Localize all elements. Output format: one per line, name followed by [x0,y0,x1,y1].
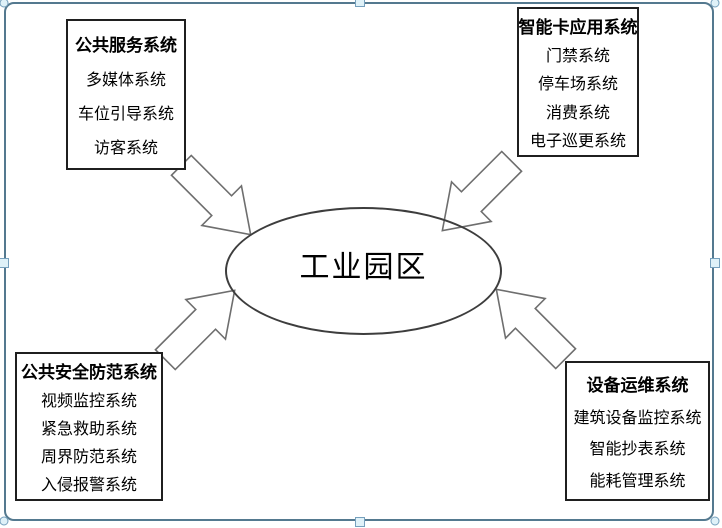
group-item: 多媒体系统 [85,72,166,89]
block-arrow-bottom-right-icon[interactable] [475,268,587,380]
resize-handle-bottom[interactable] [355,517,365,527]
group-item: 消费系统 [545,104,610,122]
group-item: 电子巡更系统 [529,132,626,150]
group-item: 智能抄表系统 [589,441,686,459]
group-item: 停车场系统 [537,76,618,94]
group-box-equipment-ops[interactable]: 设备运维系统 建筑设备监控系统 智能抄表系统 能耗管理系统 [565,361,710,501]
group-item: 入侵报警系统 [40,477,137,494]
resize-handle-top[interactable] [355,0,365,7]
block-arrow-top-right-icon[interactable] [421,140,533,252]
resize-handle-bottom-right[interactable] [710,516,720,526]
resize-handle-left[interactable] [0,258,9,268]
group-item: 建筑设备监控系统 [573,409,702,427]
group-box-smart-card[interactable]: 智能卡应用系统 门禁系统 停车场系统 消费系统 电子巡更系统 [517,7,639,157]
group-item: 能耗管理系统 [589,473,686,491]
group-title: 设备运维系统 [586,375,689,395]
resize-handle-top-right[interactable] [710,0,720,8]
center-ellipse-industrial-park[interactable]: 工业园区 [225,207,502,335]
resize-handle-bottom-left[interactable] [0,516,9,526]
group-item: 车位引导系统 [77,106,174,123]
block-arrow-top-left-icon[interactable] [160,144,272,256]
group-box-public-service[interactable]: 公共服务系统 多媒体系统 车位引导系统 访客系统 [66,19,186,170]
group-title: 公共服务系统 [75,36,177,55]
center-label: 工业园区 [299,251,428,284]
block-arrow-bottom-left-icon[interactable] [144,269,256,381]
group-item: 访客系统 [93,140,158,157]
group-title: 公共安全防范系统 [21,363,157,382]
group-box-public-security[interactable]: 公共安全防范系统 视频监控系统 紧急救助系统 周界防范系统 入侵报警系统 [15,352,163,501]
group-item: 门禁系统 [545,48,610,66]
resize-handle-top-left[interactable] [0,0,9,8]
group-title: 智能卡应用系统 [518,18,638,38]
group-item: 紧急救助系统 [40,421,137,438]
resize-handle-right[interactable] [710,258,720,268]
group-item: 视频监控系统 [40,393,137,410]
group-item: 周界防范系统 [40,449,137,466]
